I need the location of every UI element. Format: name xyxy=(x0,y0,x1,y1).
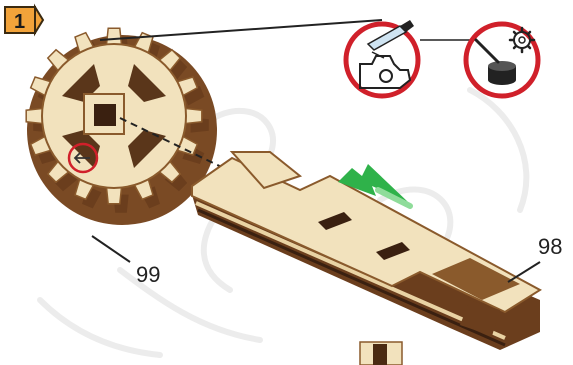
step-badge: 1 xyxy=(5,7,43,33)
part-callout-98: 98 xyxy=(508,234,562,282)
part-label-gear: 99 xyxy=(136,262,160,287)
step-number: 1 xyxy=(14,11,25,33)
gear-part xyxy=(26,28,217,225)
part-callout-99: 99 xyxy=(92,236,160,287)
icon-leader-line xyxy=(100,20,382,40)
cut-away-gear-icon xyxy=(346,20,418,96)
apply-lubricant-icon xyxy=(466,24,538,96)
partial-part xyxy=(360,342,402,365)
part-label-bar: 98 xyxy=(538,234,562,259)
